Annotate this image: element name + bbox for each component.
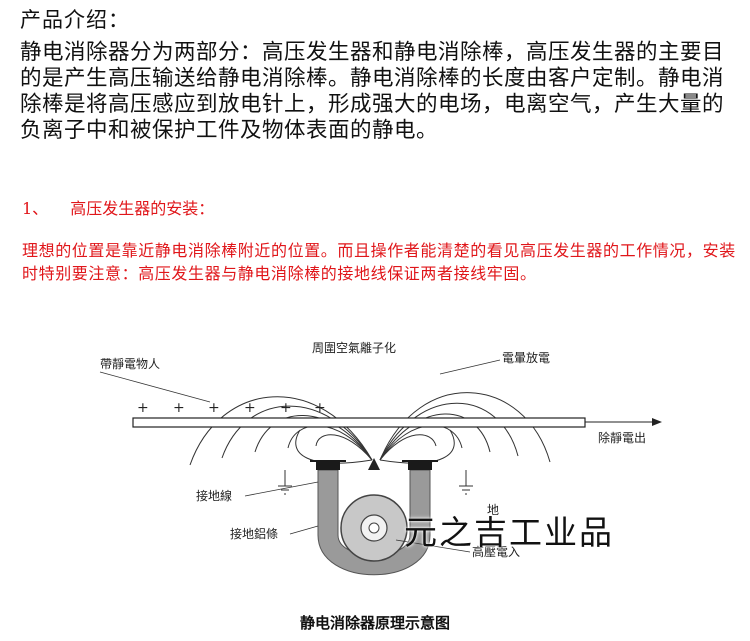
diagram-caption: 静电消除器原理示意图 xyxy=(299,614,450,632)
section-title: 1、 高压发生器的安装： xyxy=(22,195,214,219)
label-ground-bar: 接地鋁條 xyxy=(230,526,278,541)
section-number: 1、 xyxy=(22,199,49,218)
flow-arrow-head xyxy=(652,418,662,426)
charge-sign: + xyxy=(280,400,292,416)
label-charged-object: 帶靜電物人 xyxy=(100,357,160,371)
electrode-cap-right xyxy=(408,460,432,470)
section-title-text: 高压发生器的安装： xyxy=(70,199,215,218)
ground-symbol-left xyxy=(278,470,292,495)
ground-symbol-right xyxy=(459,470,473,495)
electrode-cap-left xyxy=(316,460,340,470)
charge-sign: + xyxy=(137,400,149,416)
charged-object-bar xyxy=(132,417,586,428)
charge-sign: + xyxy=(173,400,185,416)
charge-sign: + xyxy=(314,400,326,416)
static-eliminator-diagram: + + + + + + 周圍空氣離子化 帶靜電物人 xyxy=(99,341,662,576)
charge-signs: + + + + + + xyxy=(137,400,326,416)
charge-sign: + xyxy=(208,400,220,416)
label-partial: 地 xyxy=(487,503,499,517)
label-ionized-air: 周圍空氣離子化 xyxy=(312,341,396,355)
intro-paragraph: 静电消除器分为两部分：高压发生器和静电消除棒，高压发生器的主要目的是产生高压输送… xyxy=(20,40,725,143)
emitter-needle xyxy=(368,458,380,470)
label-static-removed: 除靜電出 xyxy=(598,430,646,445)
watermark: 元之吉工业品 xyxy=(404,513,614,552)
charge-sign: + xyxy=(244,400,256,416)
section-paragraph: 理想的位置是靠近静电消除棒附近的位置。而且操作者能清楚的看见高压发生器的工作情况… xyxy=(22,241,736,283)
hv-cable-core xyxy=(368,522,380,534)
field-lines xyxy=(189,392,551,466)
label-ground-wire: 接地線 xyxy=(196,488,232,503)
label-high-voltage-in: 高壓電入 xyxy=(472,544,520,559)
intro-heading: 产品介绍： xyxy=(20,8,130,32)
label-corona-discharge: 電暈放電 xyxy=(502,350,550,365)
leader-lines xyxy=(99,359,501,553)
